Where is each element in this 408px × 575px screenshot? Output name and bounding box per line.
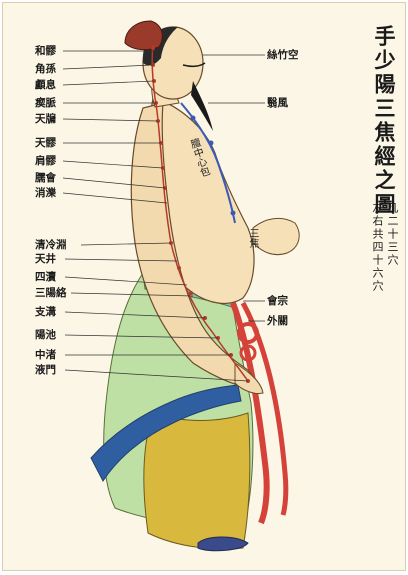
point-label-tianjing: 天井 <box>35 253 56 265</box>
point-label-xiaoluo: 消濼 <box>35 187 56 199</box>
point-count-note: 凡二十三穴 <box>384 202 400 267</box>
point-label-naohui: 臑會 <box>35 172 56 184</box>
point-label-tianliao: 天髎 <box>35 137 56 149</box>
point-label-yemen: 液門 <box>35 364 56 376</box>
bilateral-count-note: 左右共四十六穴 <box>369 202 385 293</box>
abdomen-label: 三焦 <box>245 228 260 248</box>
topknot <box>125 21 162 50</box>
point-label-sizhukong: 絲竹空 <box>267 49 299 61</box>
meridian-chart-page: 和髎 角孫 顱息 瘈脈 天牖 天髎 肩髎 臑會 消濼 清冷淵 天井 四瀆 三陽絡… <box>2 2 406 571</box>
point-label-sidu: 四瀆 <box>35 271 56 283</box>
point-label-zhigou: 支溝 <box>35 306 56 318</box>
point-label-sanyangluo: 三陽絡 <box>35 287 67 299</box>
point-label-luxi: 顱息 <box>35 79 56 91</box>
point-label-yifeng: 翳風 <box>267 97 288 109</box>
point-label-yangchi: 陽池 <box>35 329 56 341</box>
point-label-zhongzhu: 中渚 <box>35 349 56 361</box>
point-label-huizong: 會宗 <box>267 295 288 307</box>
point-label-jianliao: 肩髎 <box>35 155 56 167</box>
point-label-waiguan: 外關 <box>267 315 288 327</box>
point-label-heliao: 和髎 <box>35 45 56 57</box>
page-title: 手少陽三焦經之圖 <box>369 25 399 217</box>
robe-skirt-pattern <box>144 413 250 549</box>
point-label-jiaosun: 角孫 <box>35 63 56 75</box>
point-label-qinglengyuan: 清冷淵 <box>35 239 67 251</box>
point-label-chimai: 瘈脈 <box>35 97 56 109</box>
point-label-tianyou: 天牖 <box>35 113 56 125</box>
